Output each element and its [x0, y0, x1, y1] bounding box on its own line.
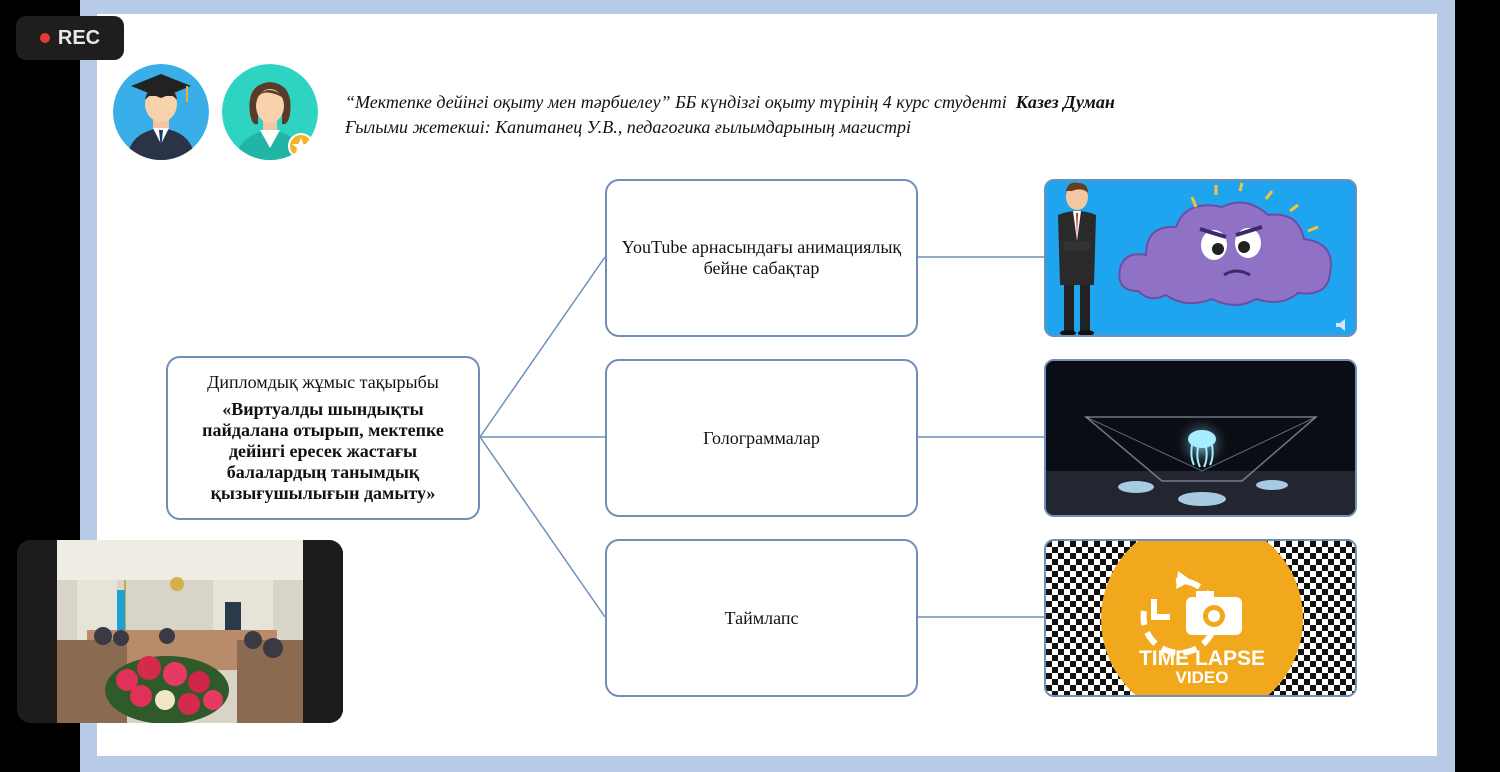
recording-label: REC [57, 26, 101, 49]
timelapse-logo-line1: TIME LAPSE [1139, 647, 1265, 670]
holograms-box: Голограммалар [605, 359, 918, 517]
student-name: Казез Думан [1015, 92, 1115, 112]
participant-video-thumbnail[interactable] [17, 540, 343, 723]
timelapse-box: Таймлапс [605, 539, 918, 697]
header-line-1: “Мектепке дейінгі оқыту мен тәрбиелеу” Б… [345, 90, 1115, 115]
youtube-lessons-label: YouTube арнасындағы анимациялық бейне са… [621, 237, 902, 278]
timelapse-label: Таймлапс [724, 607, 799, 628]
supervisor-line: Ғылыми жетекші: Капитанец У.В., педагоги… [345, 117, 912, 137]
jellyfish-hologram-icon [1188, 430, 1216, 468]
flowers-icon [105, 656, 229, 723]
hologram-image [1044, 359, 1357, 517]
diploma-topic-box: Дипломдық жұмыс тақырыбы «Виртуалды шынд… [166, 356, 480, 520]
diploma-topic-text: «Виртуалды шындықты пайдалана отырып, ме… [202, 399, 444, 503]
timelapse-clock-icon [1140, 571, 1219, 656]
program-description: “Мектепке дейінгі оқыту мен тәрбиелеу” Б… [345, 92, 1007, 112]
angry-cloud-icon [1118, 182, 1332, 306]
camera-icon [1186, 591, 1242, 635]
cartoon-cloud-image [1044, 179, 1357, 337]
teacher-woman-icon [222, 64, 318, 160]
graduate-student-icon [113, 64, 209, 160]
diploma-topic-title: Дипломдық жұмыс тақырыбы [207, 372, 439, 392]
youtube-lessons-box: YouTube арнасындағы анимациялық бейне са… [605, 179, 918, 337]
recording-badge: REC [16, 16, 124, 60]
record-dot-icon [39, 33, 50, 43]
slide-header: “Мектепке дейінгі оқыту мен тәрбиелеу” Б… [345, 90, 1115, 140]
holograms-label: Голограммалар [703, 427, 820, 448]
emblem-icon [170, 577, 184, 591]
cartoon-man-icon [1058, 182, 1096, 335]
timelapse-logo-line2: VIDEO [1176, 668, 1229, 687]
speaker-icon [1336, 319, 1345, 331]
timelapse-video-logo: TIME LAPSE VIDEO [1044, 539, 1357, 697]
